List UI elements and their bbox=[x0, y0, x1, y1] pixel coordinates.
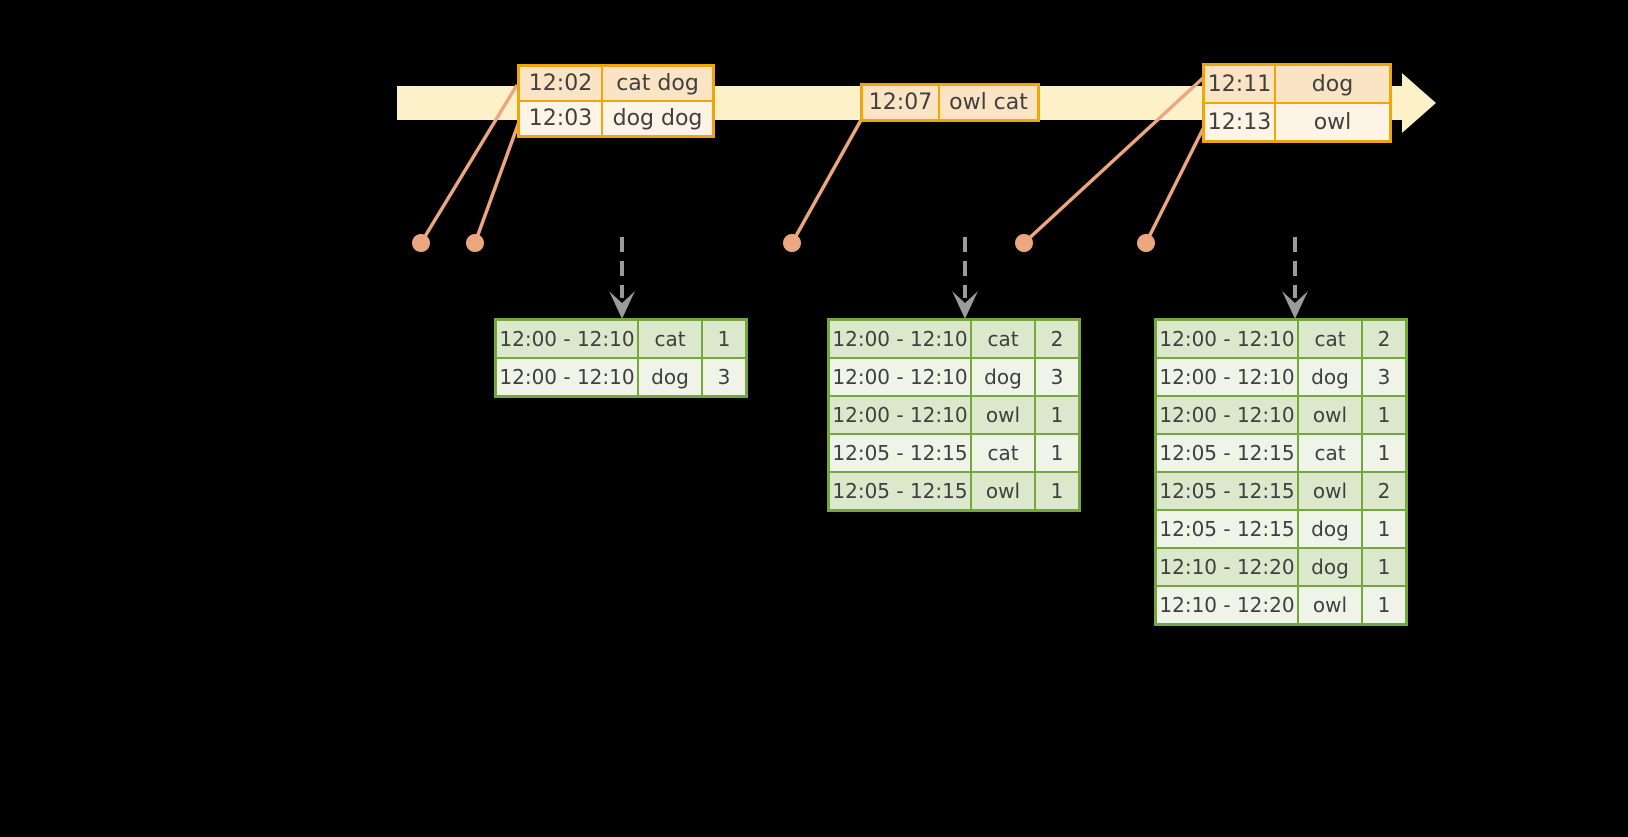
word: cat bbox=[1299, 321, 1361, 357]
word: dog bbox=[1299, 549, 1361, 585]
word: cat bbox=[1299, 435, 1361, 471]
word: owl bbox=[972, 473, 1034, 509]
count: 1 bbox=[1363, 549, 1405, 585]
event-table-2: 12:07 owl cat bbox=[860, 83, 1040, 122]
event-time: 12:07 bbox=[863, 86, 938, 119]
event-words: dog dog bbox=[603, 102, 712, 135]
word: owl bbox=[1299, 397, 1361, 433]
event-dot bbox=[412, 234, 430, 252]
result-table-3: 12:00 - 12:10 cat 2 12:00 - 12:10 dog 3 … bbox=[1154, 318, 1408, 626]
count: 1 bbox=[1363, 397, 1405, 433]
count: 1 bbox=[1036, 397, 1078, 433]
event-table-3: 12:11 dog 12:13 owl bbox=[1202, 63, 1392, 143]
word: dog bbox=[1299, 511, 1361, 547]
event-connector-line bbox=[790, 119, 863, 244]
event-words: owl cat bbox=[940, 86, 1037, 119]
event-dot bbox=[783, 234, 801, 252]
event-table-1: 12:02 cat dog 12:03 dog dog bbox=[517, 64, 715, 138]
word: dog bbox=[1299, 359, 1361, 395]
event-words: cat dog bbox=[603, 67, 712, 100]
down-arrow-head bbox=[1282, 291, 1308, 319]
word: cat bbox=[639, 321, 701, 357]
window-range: 12:05 - 12:15 bbox=[1157, 511, 1297, 547]
count: 3 bbox=[1036, 359, 1078, 395]
event-words: owl bbox=[1276, 104, 1389, 140]
window-range: 12:05 - 12:15 bbox=[830, 435, 970, 471]
count: 3 bbox=[1363, 359, 1405, 395]
event-dot bbox=[466, 234, 484, 252]
count: 2 bbox=[1363, 473, 1405, 509]
count: 1 bbox=[1363, 511, 1405, 547]
window-range: 12:00 - 12:10 bbox=[1157, 359, 1297, 395]
down-arrow-head bbox=[952, 291, 978, 319]
down-arrow-icon bbox=[952, 237, 978, 319]
word: owl bbox=[972, 397, 1034, 433]
event-time: 12:11 bbox=[1205, 66, 1274, 102]
window-range: 12:00 - 12:10 bbox=[497, 359, 637, 395]
window-range: 12:00 - 12:10 bbox=[1157, 321, 1297, 357]
event-time: 12:03 bbox=[520, 102, 601, 135]
down-arrow-icon bbox=[1282, 237, 1308, 319]
word: cat bbox=[972, 435, 1034, 471]
result-table-2: 12:00 - 12:10 cat 2 12:00 - 12:10 dog 3 … bbox=[827, 318, 1081, 512]
count: 1 bbox=[1036, 473, 1078, 509]
window-range: 12:00 - 12:10 bbox=[830, 397, 970, 433]
count: 1 bbox=[1036, 435, 1078, 471]
event-dot bbox=[1015, 234, 1033, 252]
down-arrow-head bbox=[609, 291, 635, 319]
count: 1 bbox=[1363, 587, 1405, 623]
count: 1 bbox=[703, 321, 745, 357]
window-range: 12:00 - 12:10 bbox=[497, 321, 637, 357]
window-range: 12:10 - 12:20 bbox=[1157, 587, 1297, 623]
window-range: 12:05 - 12:15 bbox=[1157, 435, 1297, 471]
window-range: 12:00 - 12:10 bbox=[1157, 397, 1297, 433]
word: owl bbox=[1299, 587, 1361, 623]
window-range: 12:00 - 12:10 bbox=[830, 359, 970, 395]
count: 2 bbox=[1036, 321, 1078, 357]
word: owl bbox=[1299, 473, 1361, 509]
window-range: 12:00 - 12:10 bbox=[830, 321, 970, 357]
count: 2 bbox=[1363, 321, 1405, 357]
count: 1 bbox=[1363, 435, 1405, 471]
count: 3 bbox=[703, 359, 745, 395]
word: dog bbox=[639, 359, 701, 395]
window-range: 12:05 - 12:15 bbox=[830, 473, 970, 509]
event-connector-line bbox=[419, 84, 519, 244]
event-dot bbox=[1137, 234, 1155, 252]
result-table-1: 12:00 - 12:10 cat 1 12:00 - 12:10 dog 3 bbox=[494, 318, 748, 398]
event-time: 12:02 bbox=[520, 67, 601, 100]
window-range: 12:10 - 12:20 bbox=[1157, 549, 1297, 585]
event-connector-line bbox=[1144, 126, 1206, 244]
down-arrow-icon bbox=[609, 237, 635, 319]
event-connector-line bbox=[1022, 76, 1205, 245]
word: cat bbox=[972, 321, 1034, 357]
event-connector-line bbox=[473, 121, 521, 244]
event-words: dog bbox=[1276, 66, 1389, 102]
event-time: 12:13 bbox=[1205, 104, 1274, 140]
word: dog bbox=[972, 359, 1034, 395]
timeline-arrowhead-icon bbox=[1402, 73, 1436, 133]
window-range: 12:05 - 12:15 bbox=[1157, 473, 1297, 509]
